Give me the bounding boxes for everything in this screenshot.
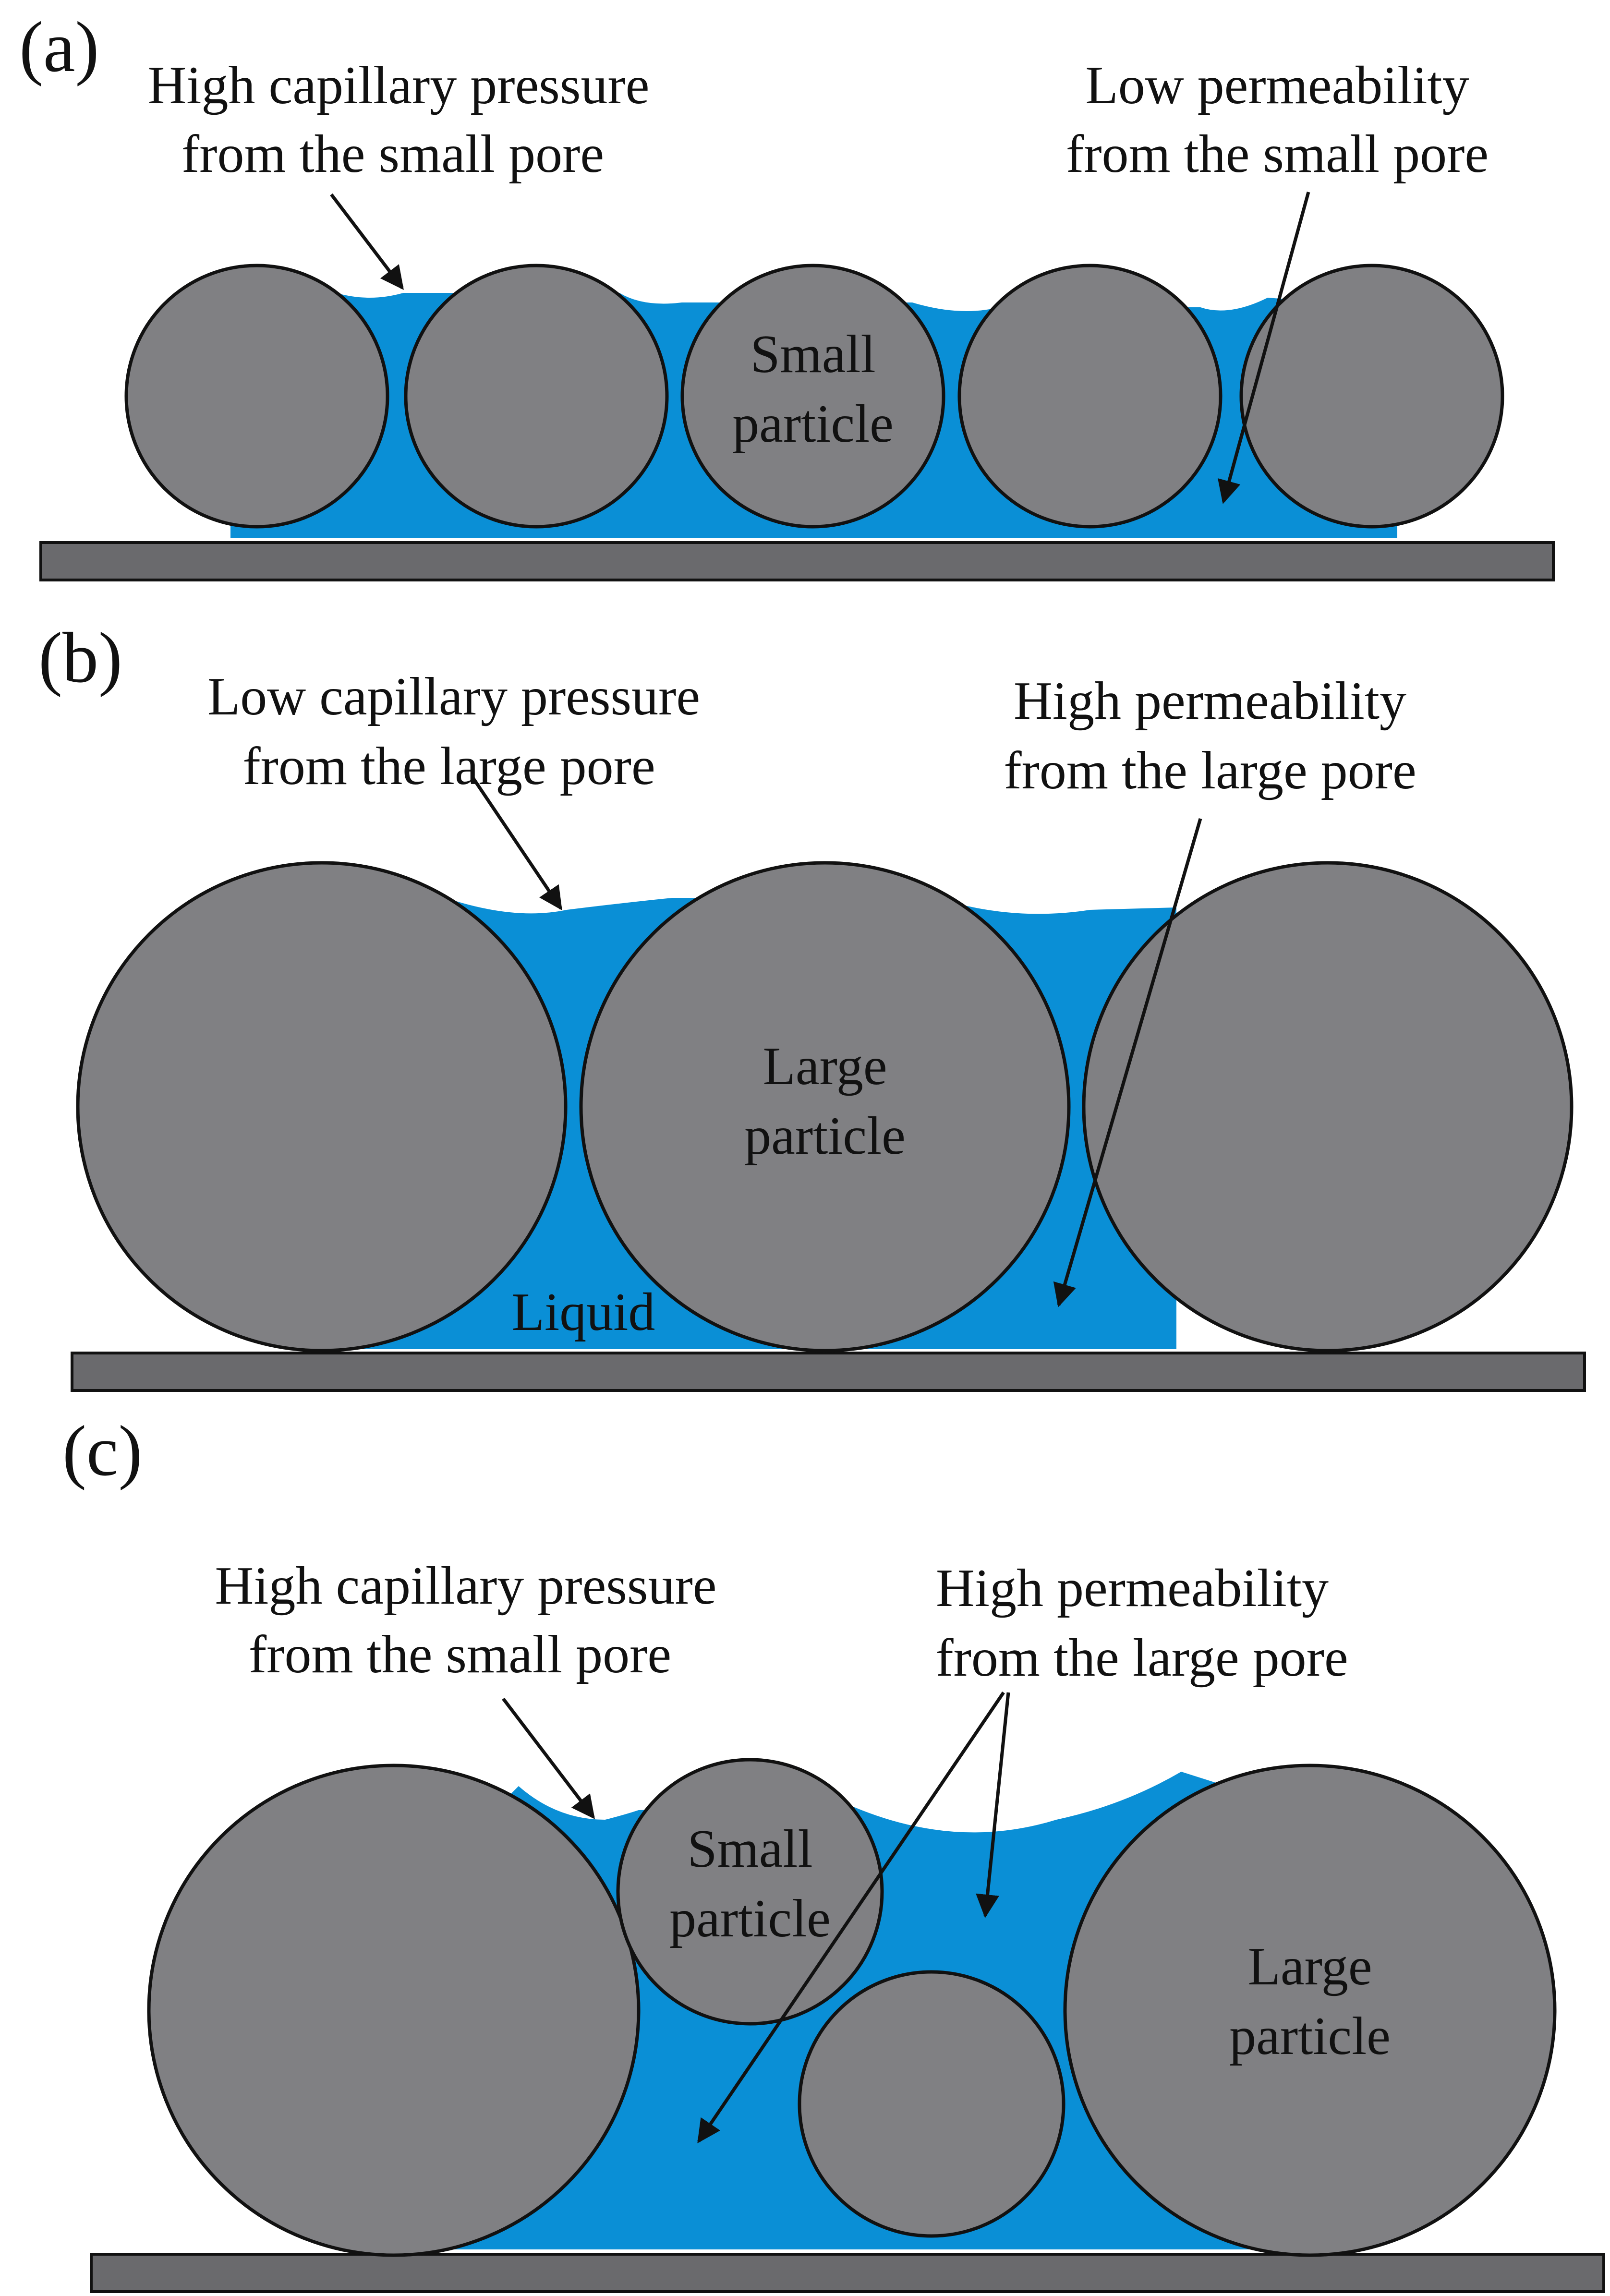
panel-c: (c) High capillary pressure from the sma… — [62, 1411, 1605, 2293]
particle-a-label-line2: particle — [732, 394, 894, 454]
particle-c-large-label-line1: Large — [1247, 1937, 1372, 1996]
panel-letter-a: (a) — [19, 7, 99, 87]
callout-a-right-line2: from the small pore — [1066, 124, 1489, 184]
callout-b-right-line1: High permeability — [1014, 671, 1406, 731]
callout-c-left-line1: High capillary pressure — [215, 1556, 717, 1616]
particle-b-3 — [1082, 861, 1574, 1353]
particle-a-1 — [124, 264, 389, 529]
panel-a: (a) High capillary pressure from the sma… — [19, 7, 1555, 581]
particle-c-large-label-line2: particle — [1229, 2006, 1391, 2066]
particle-b-1 — [76, 861, 568, 1353]
substrate-c — [90, 2253, 1605, 2293]
callout-a-left-line1: High capillary pressure — [148, 56, 650, 115]
particle-c-2-small — [616, 1758, 884, 2026]
particle-c-small-label-line1: Small — [687, 1819, 812, 1879]
arrow-a-right — [1218, 192, 1310, 504]
panel-letter-b: (b) — [38, 618, 122, 698]
callout-b-left-line2: from the large pore — [242, 737, 655, 796]
arrow-c-left — [502, 1697, 595, 1819]
arrow-b-left — [472, 777, 562, 911]
callout-b-left-line1: Low capillary pressure — [207, 667, 700, 726]
particle-b-label-line1: Large — [763, 1037, 887, 1096]
particle-b-label-line2: particle — [744, 1106, 906, 1166]
particle-a-label-line1: Small — [750, 325, 875, 384]
panel-b: (b) Low capillary pressure from the larg… — [38, 618, 1586, 1392]
substrate-a — [39, 541, 1555, 581]
particle-a-2 — [404, 264, 669, 529]
substrate-b — [71, 1352, 1586, 1392]
arrow-a-left — [330, 193, 404, 290]
particle-a-3-small — [680, 264, 945, 529]
arrow-c-right-2 — [976, 1692, 1010, 1918]
callout-a-left-line2: from the small pore — [182, 124, 604, 184]
callout-c-right-line2: from the large pore — [935, 1628, 1348, 1688]
particle-c-4-large — [1063, 1764, 1557, 2257]
callout-c-right-line1: High permeability — [936, 1559, 1329, 1618]
particle-a-4 — [957, 264, 1223, 529]
arrow-b-right — [1053, 818, 1202, 1307]
liquid-label: Liquid — [512, 1282, 655, 1342]
particle-a-5 — [1239, 264, 1504, 529]
particle-c-small-label-line2: particle — [669, 1889, 831, 1948]
particle-c-3-small — [798, 1970, 1065, 2238]
callout-c-left-line2: from the small pore — [249, 1625, 671, 1684]
callout-a-right-line1: Low permeability — [1085, 56, 1469, 115]
panel-letter-c: (c) — [62, 1411, 142, 1491]
particle-b-2-large — [579, 861, 1071, 1353]
callout-b-right-line2: from the large pore — [1004, 741, 1416, 800]
particle-c-1-large — [147, 1764, 641, 2257]
arrow-c-right-1 — [697, 1692, 1005, 2144]
